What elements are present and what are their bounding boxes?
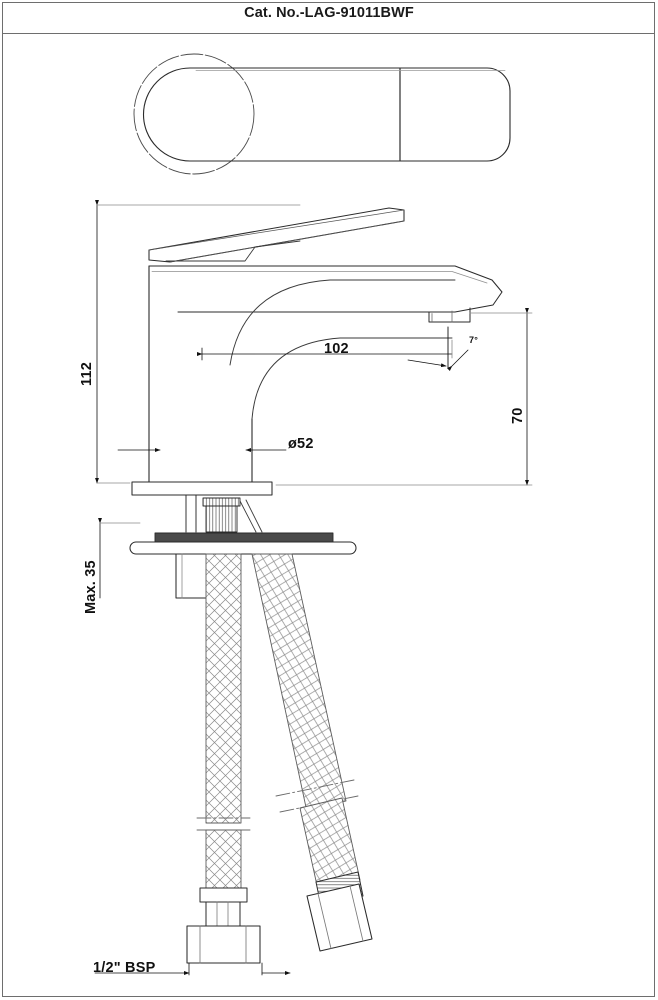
dim-label-angle: 7° <box>469 335 479 345</box>
dim-label-112: 112 <box>79 362 95 386</box>
braided-hose-right <box>251 553 373 952</box>
dim-label-max35: Max. 35 <box>83 560 99 614</box>
front-elevation-view <box>129 207 503 964</box>
dim-bsp <box>94 962 291 976</box>
dim-label-70: 70 <box>510 407 526 424</box>
mounting-hardware <box>129 494 357 599</box>
dim-label-102: 102 <box>324 341 349 357</box>
dim-max35 <box>98 517 141 599</box>
dim-102 <box>196 339 453 361</box>
dim-angle <box>407 326 469 371</box>
rubber-gasket <box>154 532 334 543</box>
dimension-lines <box>94 199 533 976</box>
mounting-washer <box>129 541 357 555</box>
hose-fitting-left <box>186 925 261 964</box>
faucet-body <box>148 265 503 483</box>
plan-handle-cap <box>399 67 511 162</box>
dim-label-bsp: 1/2" BSP <box>93 960 156 976</box>
page-title: Cat. No.-LAG-91011BWF <box>244 5 414 21</box>
deck-flange <box>131 481 273 496</box>
plan-lever-handle <box>142 67 401 162</box>
braided-hose-left <box>186 553 261 964</box>
plan-body-circle <box>133 53 255 175</box>
dim-70 <box>275 307 533 486</box>
dim-112 <box>95 199 301 484</box>
top-plan-view <box>133 53 511 175</box>
lever-handle <box>148 207 405 263</box>
dim-label-52: ø52 <box>288 436 314 452</box>
title-divider <box>3 33 654 34</box>
hose-fitting-right <box>306 883 373 952</box>
